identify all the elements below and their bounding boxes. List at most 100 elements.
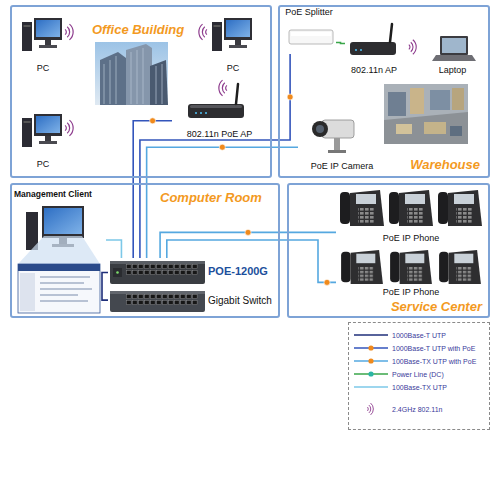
switch-ports bbox=[126, 264, 198, 276]
legend-box: 1000Base-T UTP 1000Base-T UTP with PoE 100… bbox=[348, 322, 490, 430]
warehouse-shelf bbox=[452, 88, 464, 110]
poe-dot bbox=[219, 144, 225, 150]
web-ui-menu bbox=[20, 273, 35, 311]
antenna bbox=[236, 84, 238, 104]
web-ui-line bbox=[40, 282, 84, 284]
legend-row: 2.4GHz 802.11n bbox=[353, 403, 442, 415]
warehouse-shelf bbox=[388, 92, 406, 116]
building-photo bbox=[95, 42, 168, 105]
legend-row: 100Base-TX UTP bbox=[353, 381, 447, 393]
pc-screen bbox=[44, 208, 82, 234]
ip-phone bbox=[389, 190, 433, 226]
switch-panel bbox=[113, 268, 122, 277]
status-led bbox=[360, 49, 362, 51]
access-point-body bbox=[188, 104, 244, 118]
gigabit-switch: Gigabit Switch bbox=[108, 288, 276, 315]
legend-sample bbox=[353, 328, 389, 342]
laptop-lid bbox=[440, 36, 468, 55]
warehouse-shelf bbox=[410, 88, 424, 114]
pc-node: PC bbox=[18, 108, 68, 170]
building-tower bbox=[126, 44, 152, 105]
web-ui-line bbox=[40, 300, 88, 302]
web-ui-line bbox=[40, 294, 78, 296]
area-box: Computer Room Management ClientPOE-1200G G… bbox=[10, 183, 280, 318]
poe-dot bbox=[368, 345, 373, 350]
antenna bbox=[390, 24, 392, 42]
device-label: PoE IP Camera bbox=[298, 162, 386, 172]
building-tower bbox=[150, 60, 168, 105]
network-cable bbox=[102, 273, 108, 301]
pc-tower bbox=[26, 212, 38, 250]
line-sample bbox=[354, 334, 388, 336]
area-title: Service Center bbox=[391, 300, 482, 314]
poe-dot bbox=[324, 279, 330, 285]
access-point-body bbox=[350, 42, 396, 55]
legend-text: 1000Base-T UTP bbox=[392, 332, 446, 339]
device-label: PC bbox=[18, 64, 68, 74]
poe-switch: POE-1200G bbox=[108, 258, 276, 287]
web-ui-line bbox=[40, 276, 90, 278]
zoom-callout bbox=[18, 236, 100, 264]
warehouse-shelf bbox=[430, 90, 450, 110]
device-label: PC bbox=[208, 64, 258, 74]
poe-dot bbox=[368, 358, 373, 363]
network-cable bbox=[106, 240, 121, 258]
legend-sample bbox=[353, 380, 389, 394]
management-client: Management Client bbox=[14, 190, 106, 315]
area-box: Service CenterPoE IP PhonePoE IP Phone bbox=[287, 183, 490, 318]
status-led bbox=[205, 112, 207, 114]
area-box: Warehouse PoE Splitter 802.11n AP LaptopPoE… bbox=[278, 5, 490, 178]
device-label: Management Client bbox=[14, 190, 92, 199]
switch-top bbox=[110, 291, 205, 294]
device-label: PoE Splitter bbox=[282, 8, 336, 18]
area-title: Warehouse bbox=[410, 158, 480, 172]
network-cable bbox=[147, 147, 298, 258]
web-ui-header bbox=[18, 264, 100, 271]
ip-phone bbox=[390, 250, 432, 284]
area-title: Office Building bbox=[92, 23, 184, 37]
legend-sample bbox=[353, 341, 389, 355]
pc-icon bbox=[22, 18, 62, 51]
device-label: POE-1200G bbox=[208, 265, 268, 277]
laptop-base bbox=[432, 55, 476, 61]
status-led bbox=[200, 112, 202, 114]
device-label: 802.11n AP bbox=[345, 66, 403, 76]
network-cable bbox=[336, 43, 345, 44]
network-cable bbox=[133, 121, 172, 258]
web-ui-screenshot bbox=[18, 264, 100, 313]
access-point-top bbox=[190, 105, 242, 108]
area-title: Computer Room bbox=[160, 191, 262, 205]
poe-dot bbox=[287, 94, 293, 100]
ip-camera: PoE IP Camera bbox=[298, 110, 386, 172]
legend-row: Power Line (DC) bbox=[353, 368, 444, 380]
wifi-symbol bbox=[199, 24, 207, 40]
ip-phone bbox=[341, 250, 383, 284]
wifi-symbol bbox=[65, 120, 73, 136]
switch-chassis bbox=[110, 261, 205, 284]
warehouse-floor bbox=[384, 112, 468, 144]
splitter-top bbox=[291, 32, 331, 36]
laptop-node: Laptop bbox=[425, 28, 480, 76]
camera-mount bbox=[334, 138, 340, 150]
camera-lens bbox=[312, 121, 328, 137]
legend-text: 1000Base-T UTP with PoE bbox=[392, 345, 475, 352]
warehouse-photo bbox=[384, 84, 468, 144]
ip-phone-group: PoE IP Phone bbox=[336, 246, 486, 298]
legend-sample bbox=[353, 402, 389, 416]
legend-sample bbox=[353, 367, 389, 381]
ip-phone bbox=[438, 190, 482, 226]
wifi-symbol bbox=[219, 80, 227, 96]
legend-text: 100Base-TX UTP with PoE bbox=[392, 358, 476, 365]
switch-chassis bbox=[110, 291, 205, 312]
wifi-symbol bbox=[65, 24, 73, 40]
legend-text: 100Base-TX UTP bbox=[392, 384, 447, 391]
access-point: 802.11n AP bbox=[345, 26, 403, 76]
status-led bbox=[116, 271, 119, 274]
splitter-body bbox=[289, 30, 333, 44]
building-windows bbox=[104, 48, 162, 104]
camera-glass bbox=[316, 125, 324, 133]
pc-node: PC bbox=[18, 12, 68, 74]
legend-text: Power Line (DC) bbox=[392, 371, 444, 378]
web-ui-line bbox=[40, 288, 92, 290]
